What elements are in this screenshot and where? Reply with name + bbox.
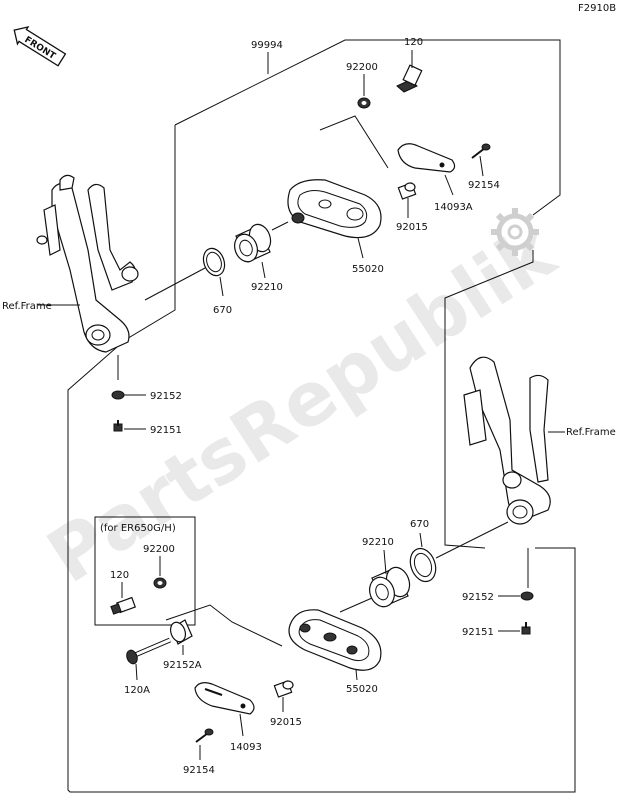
screw-92154-bottom bbox=[195, 728, 214, 743]
bolt-92151-right bbox=[521, 622, 531, 635]
callout-14093: 14093 bbox=[230, 742, 262, 753]
nut-92152-right bbox=[520, 591, 534, 601]
ring-670-right bbox=[409, 547, 437, 583]
bolt-120-top bbox=[396, 64, 423, 93]
callout-92154-top: 92154 bbox=[468, 180, 500, 191]
callout-670-right: 670 bbox=[410, 519, 429, 530]
slider-55020-bottom bbox=[288, 609, 382, 671]
front-arrow-icon: FRONT bbox=[13, 25, 67, 67]
spacer-92015-top bbox=[397, 182, 417, 200]
screw-92154-top bbox=[471, 143, 491, 159]
callout-92015-top: 92015 bbox=[396, 222, 428, 233]
callout-99994: 99994 bbox=[251, 40, 283, 51]
callout-120-note: 120 bbox=[110, 570, 129, 581]
note-label: (for ER650G/H) bbox=[100, 523, 176, 534]
bolt-120-note bbox=[110, 596, 136, 615]
figure-code: F2910B bbox=[578, 3, 616, 14]
kit-boundary bbox=[67, 125, 576, 793]
ring-670-top bbox=[202, 247, 226, 277]
callout-92152-right: 92152 bbox=[462, 592, 494, 603]
bolt-92151-left bbox=[113, 420, 123, 432]
callout-670-top: 670 bbox=[213, 305, 232, 316]
callout-92152-left: 92152 bbox=[150, 391, 182, 402]
bolt-120A bbox=[126, 637, 171, 665]
gear-icon bbox=[491, 208, 539, 256]
callout-92210-top: 92210 bbox=[251, 282, 283, 293]
callout-92154-bottom: 92154 bbox=[183, 765, 215, 776]
callout-120A: 120A bbox=[124, 685, 150, 696]
kit-boundary-top bbox=[174, 39, 561, 216]
nut-92152-left bbox=[111, 390, 125, 400]
ref-frame-left: Ref.Frame bbox=[2, 301, 52, 312]
bushing-92210-right bbox=[369, 566, 411, 608]
callout-92200-note: 92200 bbox=[143, 544, 175, 555]
frame-right bbox=[463, 356, 551, 525]
slider-55020-top bbox=[287, 179, 382, 239]
kit-boundary-right bbox=[444, 250, 534, 549]
callout-92210-right: 92210 bbox=[362, 537, 394, 548]
callout-55020-bottom: 55020 bbox=[346, 684, 378, 695]
frame-left bbox=[36, 174, 139, 353]
callout-92151-left: 92151 bbox=[150, 425, 182, 436]
ref-frame-right: Ref.Frame bbox=[566, 427, 616, 438]
callout-92151-right: 92151 bbox=[462, 627, 494, 638]
callout-92200-top: 92200 bbox=[346, 62, 378, 73]
callout-120-top: 120 bbox=[404, 37, 423, 48]
callout-92015-bottom: 92015 bbox=[270, 717, 302, 728]
bushing-92210-top bbox=[234, 223, 272, 263]
note-box bbox=[94, 516, 196, 626]
spacer-92015-bottom bbox=[273, 680, 294, 698]
callout-92152A: 92152A bbox=[163, 660, 202, 671]
callout-55020-top: 55020 bbox=[352, 264, 384, 275]
callout-14093A: 14093A bbox=[434, 202, 473, 213]
spacer-92152A bbox=[169, 619, 193, 645]
plate-14093A bbox=[397, 143, 456, 173]
plate-14093 bbox=[194, 682, 255, 715]
